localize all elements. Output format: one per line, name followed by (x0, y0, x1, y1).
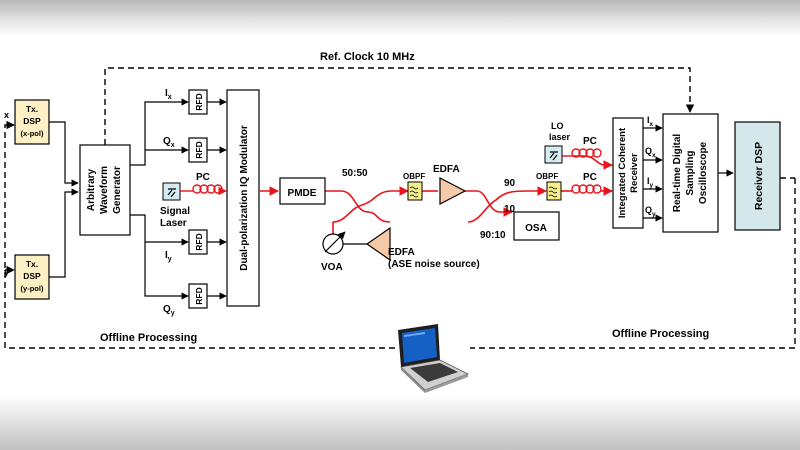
svg-text:RFD: RFD (194, 233, 204, 250)
edfa-ase-icon (365, 226, 391, 262)
edfa-label: EDFA (433, 164, 460, 175)
svg-text:Sampling: Sampling (685, 150, 696, 195)
edfa-ase-label: EDFA (388, 247, 415, 258)
receiver-dsp-box: Receiver DSP (734, 121, 781, 231)
pc-label-rx: PC (583, 172, 597, 183)
svg-text:Arbitrary: Arbitrary (86, 168, 97, 211)
svg-text:laser: laser (549, 132, 571, 142)
signal-laser-label: Signal (160, 206, 190, 217)
rx-iy-label: Iy (647, 176, 654, 189)
obpf-2-filter-icon (546, 181, 562, 201)
ix-label: Ix (165, 88, 172, 101)
optical-path (259, 155, 613, 223)
offline-processing-loop (4, 120, 796, 349)
obpf-1-label: OBPF (403, 172, 425, 181)
signal-laser-icon (162, 182, 181, 201)
svg-text:DSP: DSP (23, 116, 41, 126)
svg-text:Integrated Coherent: Integrated Coherent (617, 127, 628, 218)
ref-clock-line (104, 67, 695, 145)
pc-coil-lo-icon (562, 148, 602, 158)
qy-label: Qy (163, 304, 175, 317)
top-blur-band (0, 0, 800, 36)
awg-to-rfd-lines (130, 98, 227, 300)
svg-text:Tx.: Tx. (26, 104, 38, 114)
rfd-iy: RFD (188, 229, 208, 255)
pmde-box: PMDE (279, 177, 326, 205)
rfd-qx: RFD (188, 137, 208, 163)
tap-9010-label: 90:10 (480, 230, 506, 241)
rx-qx-label: Qx (645, 146, 656, 159)
awg-box: Arbitrary Waveform Generator (79, 144, 131, 236)
offline-processing-right-label: Offline Processing (612, 328, 709, 340)
tap-90-label: 90 (504, 178, 516, 189)
svg-text:RFD: RFD (194, 287, 204, 304)
rx-ix-label: Ix (647, 115, 654, 128)
edfa-amplifier-icon (439, 177, 467, 205)
input-x-label: x (4, 110, 9, 120)
receiver-to-scope-lines (643, 124, 663, 222)
tx-dsp-to-awg-lines (49, 121, 79, 278)
svg-text:RFD: RFD (194, 93, 204, 110)
bottom-blur-band (0, 395, 800, 450)
svg-text:PMDE: PMDE (288, 188, 317, 199)
obpf-2-label: OBPF (536, 172, 558, 181)
svg-text:Receiver DSP: Receiver DSP (753, 142, 765, 210)
svg-text:Oscilloscope: Oscilloscope (698, 141, 709, 204)
tx-dsp-y-box: Tx. DSP (y-pol) (14, 254, 50, 300)
voa-icon (322, 222, 346, 255)
rfd-ix: RFD (188, 89, 208, 115)
coherent-receiver-box: Integrated Coherent Receiver (612, 117, 644, 229)
pc-label-tx: PC (196, 172, 210, 183)
rfd-qy: RFD (188, 283, 208, 309)
coupler-5050-label: 50:50 (342, 168, 368, 179)
tx-dsp-x-box: Tx. DSP (x-pol) (14, 99, 50, 145)
pc-label-lo: PC (583, 136, 597, 147)
svg-text:(ASE noise source): (ASE noise source) (388, 259, 480, 270)
svg-text:Waveform: Waveform (99, 166, 110, 214)
pc-coil-icon (180, 184, 227, 196)
osa-box: OSA (513, 211, 560, 241)
iy-label: Iy (165, 250, 172, 263)
iq-modulator-box: Dual-polarization IQ Modulator (226, 89, 260, 307)
qx-label: Qx (163, 136, 175, 149)
svg-text:OSA: OSA (525, 223, 547, 234)
svg-text:DSP: DSP (23, 271, 41, 281)
svg-text:Laser: Laser (160, 218, 187, 229)
svg-text:(x-pol): (x-pol) (21, 129, 44, 138)
svg-text:(y-pol): (y-pol) (21, 284, 44, 293)
rx-qy-label: Qy (645, 205, 656, 218)
svg-text:RFD: RFD (194, 141, 204, 158)
oscilloscope-box: Real-time Digital Sampling Oscilloscope (662, 113, 719, 233)
voa-label: VOA (321, 262, 343, 273)
ref-clock-label: Ref. Clock 10 MHz (320, 51, 415, 63)
input-y-label: y (4, 267, 9, 277)
pc-coil-rx-icon (571, 184, 602, 194)
svg-text:Dual-polarization IQ Modulato: Dual-polarization IQ Modulator (239, 125, 250, 271)
laptop-icon (398, 324, 470, 393)
lo-laser-label: LO (551, 121, 564, 131)
lo-laser-icon (544, 145, 563, 164)
svg-text:Tx.: Tx. (26, 259, 38, 269)
obpf-1-filter-icon (407, 181, 423, 201)
svg-text:Generator: Generator (112, 166, 123, 214)
svg-text:Real-time Digital: Real-time Digital (672, 134, 683, 213)
offline-processing-left-label: Offline Processing (100, 332, 197, 344)
svg-text:Receiver: Receiver (629, 153, 640, 193)
tap-10-label: 10 (504, 204, 516, 215)
